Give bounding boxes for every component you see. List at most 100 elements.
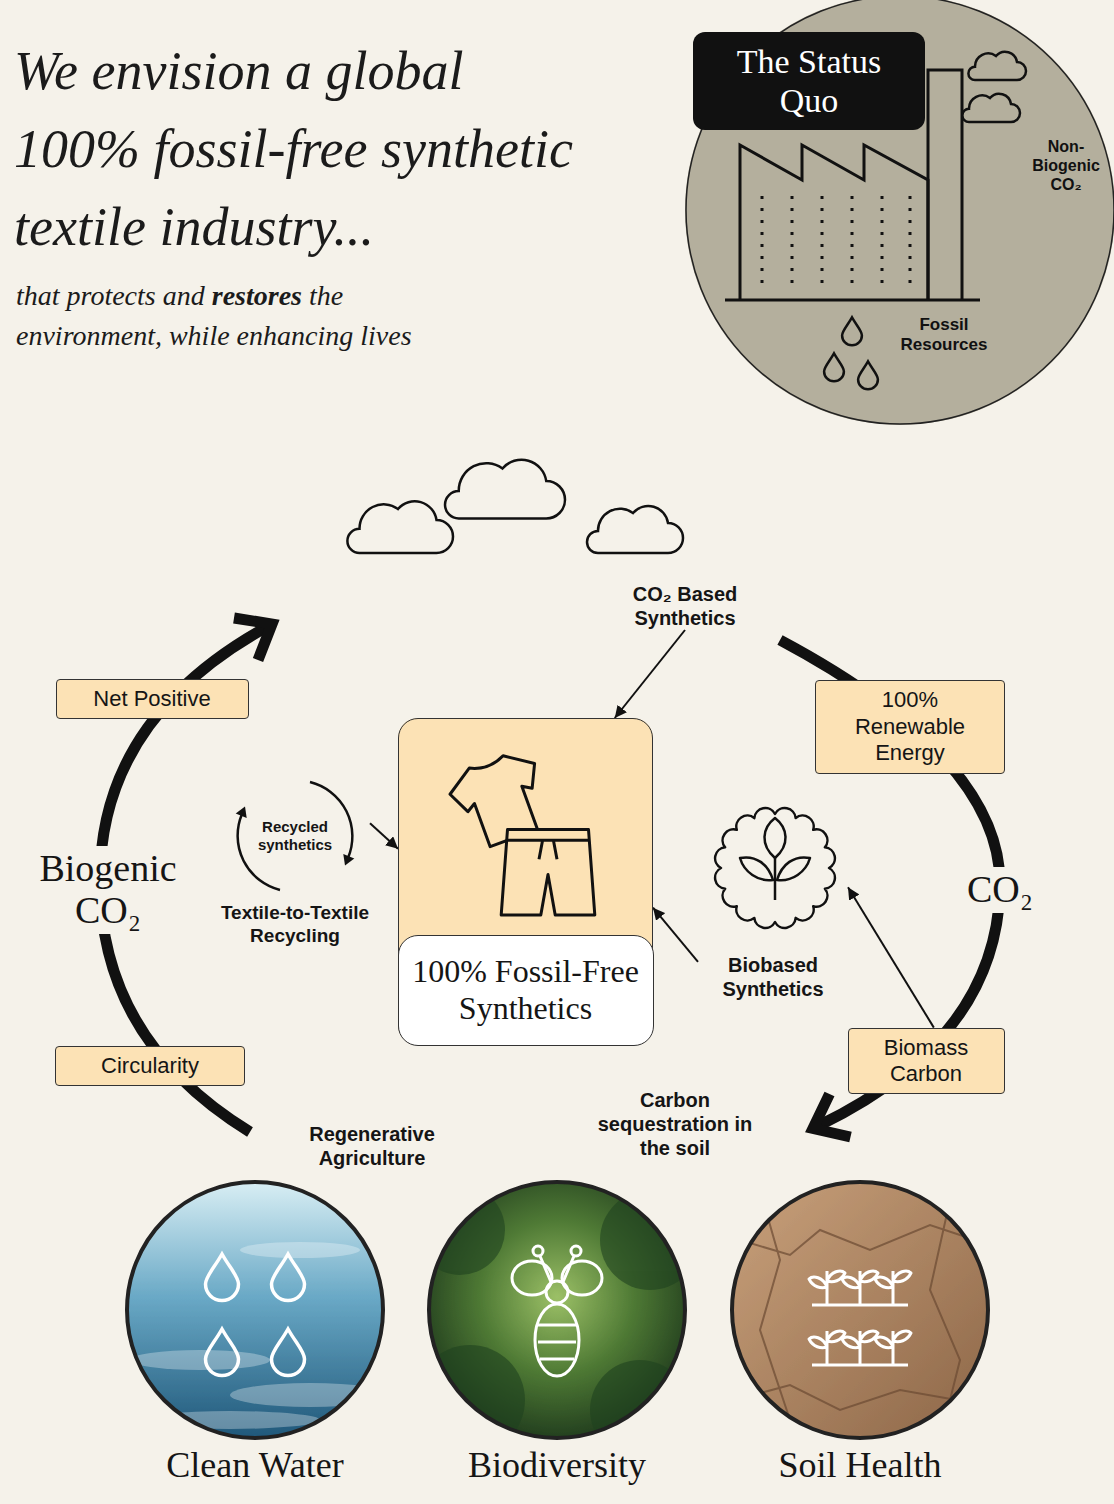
process-label: Carbon sequestration in the soil	[585, 1088, 765, 1160]
recycle-arrows	[236, 782, 355, 890]
sky-clouds-part	[445, 460, 565, 519]
status-tab: The Status Quo	[693, 32, 925, 130]
circle-outline-stroke	[686, 0, 1114, 424]
recycle-node: Recycled syntheticsTextile-to-Textile Re…	[220, 770, 370, 948]
node-text: CO₂ Based Synthetics	[600, 582, 770, 630]
smoke-clouds-part	[968, 52, 1026, 80]
tag-text: Circularity	[64, 1053, 236, 1079]
factory-icon-part	[740, 145, 928, 300]
badge-node: Biobased Synthetics	[698, 805, 848, 1001]
factory-icon-part	[725, 299, 980, 302]
connector	[370, 823, 398, 849]
factory-icon-part-part	[851, 196, 854, 290]
sky-clouds	[347, 460, 683, 553]
soil-photo-part-part	[875, 1271, 911, 1305]
subheading-part: restores	[212, 280, 302, 311]
water-photo-part-part	[130, 1350, 270, 1370]
subheading-part: that protects and	[16, 280, 205, 311]
water-photo-part-part	[240, 1242, 360, 1258]
garment-icon-part-part	[508, 840, 589, 859]
forest-photo-part-part	[533, 1246, 543, 1256]
center-label: 100% Fossil-Free Synthetics	[398, 935, 654, 1046]
soil-photo-part-part	[809, 1331, 845, 1365]
cycle-arrows-part	[234, 618, 272, 660]
garment-icon-part	[501, 830, 595, 916]
biobased-badge-part	[740, 857, 773, 880]
oil-drops-part	[824, 353, 844, 381]
status-quo-ground-part	[685, 0, 1114, 425]
cycle-tag: Net Positive	[56, 679, 249, 719]
forest-photo	[415, 1182, 700, 1460]
water-photo-part-part	[206, 1254, 239, 1301]
forest-photo-part-part	[537, 1325, 577, 1359]
photo-outline-stroke	[127, 1182, 383, 1438]
sky-clouds-part	[587, 506, 683, 553]
water-photo-part-part	[230, 1383, 390, 1407]
water-photo	[127, 1182, 390, 1438]
water-photo-part	[206, 1254, 305, 1376]
cycle-arrows-part	[813, 1094, 851, 1137]
tag-text: Biomass Carbon	[859, 1035, 994, 1088]
subheading: that protects andrestoresthe environment…	[16, 276, 476, 356]
water-photo-part-part	[272, 1254, 305, 1301]
badge-caption: Biobased Synthetics	[698, 953, 848, 1001]
cycle-text: Recycled synthetics	[249, 818, 341, 854]
photo-circle: Soil Health	[725, 1180, 995, 1486]
sky-clouds-part	[347, 501, 453, 553]
cycle-tag: 100% Renewable Energy	[815, 680, 1005, 773]
photo-caption: Biodiversity	[422, 1446, 692, 1486]
water-photo-part-part	[140, 1411, 320, 1429]
factory-icon-part-part	[881, 196, 884, 290]
factory-icon-part-part	[909, 196, 912, 290]
biobased-badge-part	[715, 808, 835, 928]
soil-photo-part-part	[735, 1385, 985, 1410]
soil-photo-part-part	[809, 1271, 845, 1305]
text-node: CO₂ Based Synthetics	[600, 582, 770, 630]
cycle-tag: Biomass Carbon	[848, 1028, 1005, 1095]
soil-photo-part-part	[842, 1271, 878, 1305]
photo-outline	[422, 1180, 692, 1440]
garment-icon	[398, 718, 653, 1045]
garment-icon-part	[398, 718, 653, 1045]
forest-photo-part-part	[571, 1246, 581, 1256]
emission-label: Non-Biogenic CO₂	[1025, 137, 1107, 195]
photo-outline	[725, 1180, 995, 1440]
soil-photo-part	[809, 1271, 911, 1365]
soil-photo-part	[732, 1182, 988, 1438]
oil-drops	[824, 317, 878, 389]
biobased-badge	[715, 808, 835, 928]
connector	[653, 908, 698, 962]
recycle-arrows-part	[236, 807, 247, 819]
forest-photo-part	[429, 1182, 685, 1438]
factory-icon-part	[762, 196, 910, 290]
recycle-arrows-part	[343, 854, 354, 866]
heading: We envision a global 100% fossil-free sy…	[14, 32, 594, 266]
process-label: Regenerative Agriculture	[272, 1122, 472, 1170]
photo-outline-stroke	[732, 1182, 988, 1438]
soil-photo-part-part	[875, 1331, 911, 1365]
factory-icon-part-part	[791, 196, 794, 290]
photo-circle: Clean Water	[120, 1180, 390, 1486]
photo-caption: Soil Health	[725, 1446, 995, 1486]
photo-circle: Biodiversity	[422, 1180, 692, 1486]
forest-photo-part-part	[546, 1281, 568, 1303]
forest-photo-part-part	[415, 1345, 525, 1455]
photo-outline	[120, 1180, 390, 1440]
status-quo-ground	[685, 0, 1114, 425]
tag-text: 100% Renewable Energy	[844, 687, 976, 766]
biobased-badge-part	[774, 858, 777, 900]
center-box: 100% Fossil-Free Synthetics	[398, 718, 653, 1045]
water-photo-part-part	[272, 1329, 305, 1376]
connector	[848, 887, 934, 1027]
cycle-label: Biogenic CO₂	[28, 846, 188, 934]
soil-photo	[732, 1182, 990, 1440]
forest-photo-part-part	[535, 1304, 579, 1376]
water-photo-part	[130, 1242, 390, 1429]
status-quo-circle: The Status QuoNon-Biogenic CO₂Fossil Res…	[685, 0, 1114, 425]
factory-icon-part	[928, 70, 962, 300]
cycle-label: CO₂	[960, 867, 1040, 913]
biobased-badge-part	[777, 857, 810, 880]
connector	[615, 630, 685, 718]
forest-photo-part-part	[540, 1256, 574, 1282]
